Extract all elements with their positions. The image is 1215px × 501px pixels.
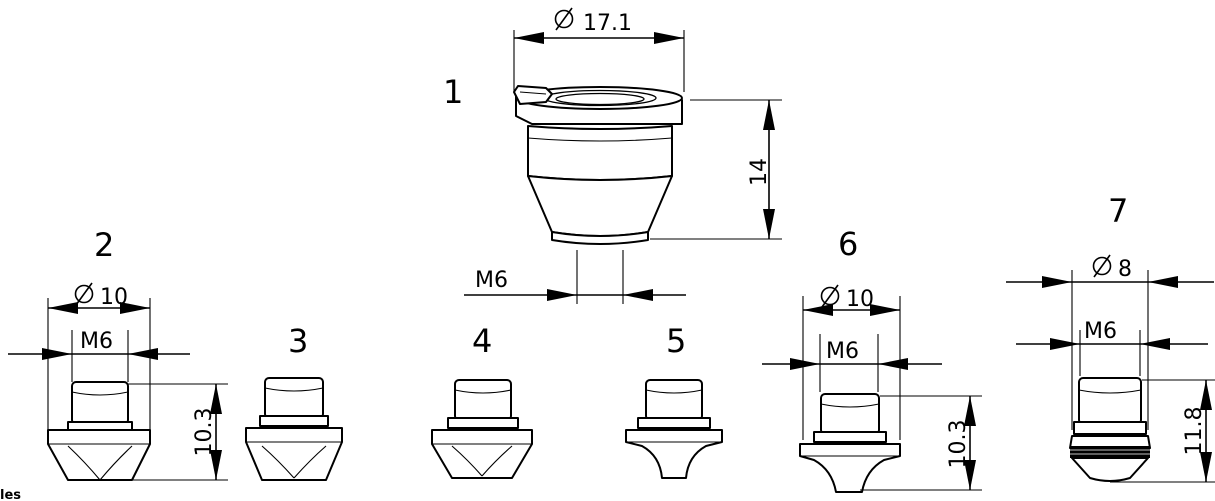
part-1-height: 14 [747,158,772,186]
part-1-thread: M6 [475,268,508,293]
diameter-symbol-icon [1092,254,1112,278]
part-7: 7 8 M6 11.8 [1006,192,1215,483]
part-6-diameter: 10 [846,287,874,312]
part-6: 6 10 M6 10.3 [762,225,982,493]
part-7-thread: M6 [1084,319,1117,344]
part-2-height: 10.3 [192,408,217,457]
part-1: 1 17.1 14 M6 [443,7,782,304]
part-7-height: 11.8 [1182,407,1207,456]
part-number-6: 6 [838,225,858,263]
part-1-diameter: 17.1 [583,11,632,36]
part-2: 2 10 M6 10.3 [8,226,228,481]
part-number-5: 5 [666,322,686,360]
part-number-2: 2 [94,226,114,264]
part-4: 4 [431,322,533,479]
part-7-diameter: 8 [1118,257,1132,282]
corner-text: les [0,488,21,501]
part-2-diameter: 10 [100,285,128,310]
part-number-1: 1 [443,73,463,111]
part-number-7: 7 [1108,192,1128,230]
diameter-symbol-icon [820,284,840,308]
part-5: 5 [625,322,723,479]
diameter-symbol-icon [554,7,574,31]
diameter-symbol-icon [74,282,94,306]
part-6-thread: M6 [826,339,859,364]
part-2-thread: M6 [80,329,113,354]
part-6-height: 10.3 [946,420,971,469]
part-number-3: 3 [288,322,308,360]
part-number-4: 4 [472,322,492,360]
part-3: 3 [245,322,343,481]
